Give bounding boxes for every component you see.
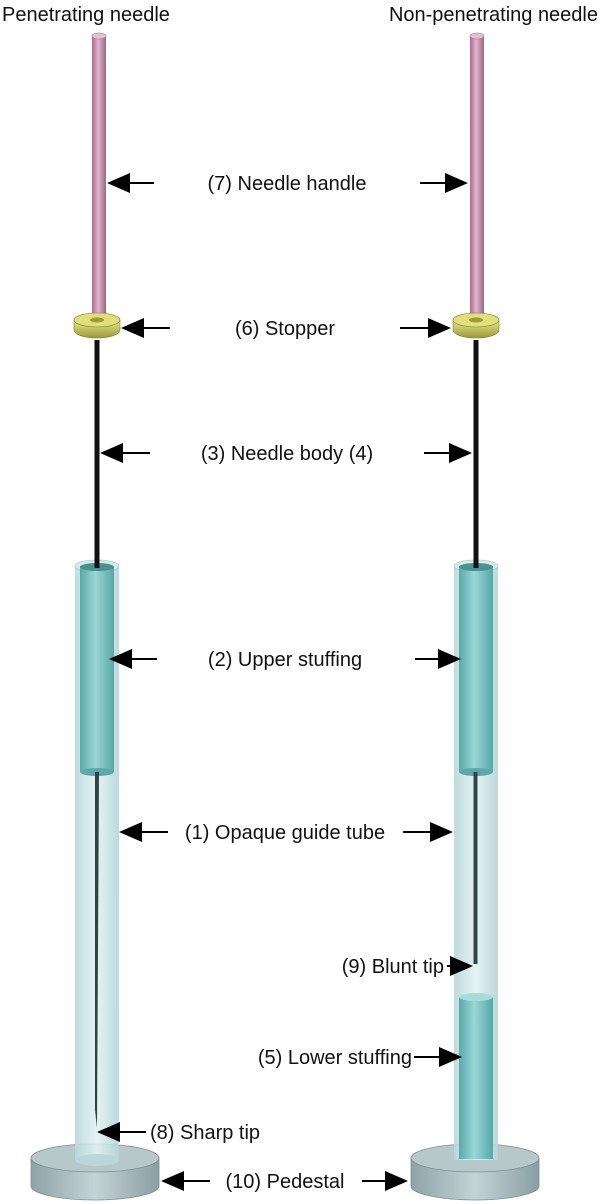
left-needle-handle xyxy=(91,32,107,318)
left-stopper xyxy=(73,312,121,339)
label-lower-stuffing: (5) Lower stuffing xyxy=(258,1047,412,1069)
label-upper-stuffing: (2) Upper stuffing xyxy=(208,649,362,671)
right-upper-stuffing xyxy=(459,563,493,776)
title-non-penetrating-needle: Non-penetrating needle xyxy=(389,4,598,26)
left-needle-body xyxy=(94,340,100,568)
label-sharp-tip: (8) Sharp tip xyxy=(150,1122,260,1144)
right-stopper xyxy=(452,312,500,339)
penetrating-needle xyxy=(30,32,160,1201)
right-needle-handle xyxy=(469,32,485,318)
right-needle-body xyxy=(473,340,479,568)
label-stopper: (6) Stopper xyxy=(235,318,335,340)
left-upper-stuffing xyxy=(80,563,114,776)
label-needle-handle: (7) Needle handle xyxy=(208,173,367,195)
pointer-arrows xyxy=(97,173,473,1191)
label-blunt-tip: (9) Blunt tip xyxy=(342,956,444,978)
label-pedestal: (10) Pedestal xyxy=(226,1171,345,1193)
title-penetrating-needle: Penetrating needle xyxy=(2,4,170,26)
right-needle-shaft-lower xyxy=(473,772,478,964)
label-needle-body: (3) Needle body (4) xyxy=(201,443,373,465)
non-penetrating-needle xyxy=(410,32,540,1201)
right-lower-stuffing xyxy=(459,993,493,1159)
left-needle-shaft-lower xyxy=(95,772,99,1128)
label-guide-tube: (1) Opaque guide tube xyxy=(185,822,385,844)
